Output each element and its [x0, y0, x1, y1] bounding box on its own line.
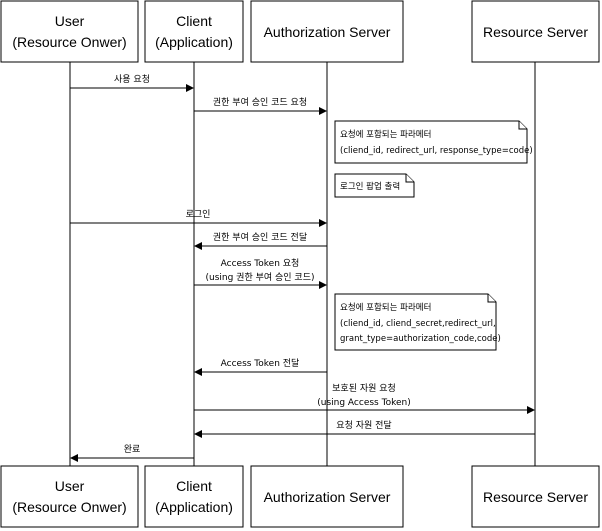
actor-user-bottom: User (Resource Onwer): [0, 465, 139, 528]
arrowhead-icon: [194, 242, 202, 250]
message-label: 권한 부여 승인 코드 요청: [213, 96, 307, 108]
actor-user-name: User: [55, 478, 85, 494]
message-auth-code-request: 권한 부여 승인 코드 요청: [194, 96, 327, 115]
actor-client-role: (Application): [155, 499, 233, 515]
actor-user-name: User: [55, 13, 85, 29]
actor-auth-name: Authorization Server: [264, 489, 391, 505]
actor-auth-name: Authorization Server: [264, 24, 391, 40]
note-body: grant_type=authorization_code,code): [340, 334, 501, 344]
note-title: 요청에 포함되는 파라메터: [340, 303, 431, 313]
actor-resource-top: Resource Server: [471, 0, 600, 63]
message-label: 완료: [124, 444, 141, 455]
message-label: Access Token 요청: [221, 258, 300, 269]
actor-auth-top: Authorization Server: [250, 0, 404, 63]
message-label: 로그인: [186, 209, 211, 220]
message-protected-resource-request: 보호된 자원 요청 (using Access Token): [194, 382, 535, 414]
arrowhead-icon: [319, 107, 327, 115]
message-label: 사용 요청: [114, 74, 150, 85]
actor-user-top: User (Resource Onwer): [0, 0, 139, 63]
note-login-popup: 로그인 팝업 출력: [334, 173, 415, 198]
arrowhead-icon: [319, 219, 327, 227]
arrowhead-icon: [527, 406, 535, 414]
arrowhead-icon: [194, 430, 202, 438]
note-params-access-token: 요청에 포함되는 파라메터 (cliend_id, cliend_secret,…: [334, 293, 501, 351]
message-auth-code-delivery: 권한 부여 승인 코드 전달: [194, 231, 327, 250]
note-body: (cliend_id, redirect_url, response_type=…: [340, 146, 533, 156]
arrowhead-icon: [186, 84, 194, 92]
note-params-auth-code: 요청에 포함되는 파라메터 (cliend_id, redirect_url, …: [334, 120, 533, 164]
arrowhead-icon: [319, 281, 327, 289]
message-access-token-request: Access Token 요청 (using 권한 부여 승인 코드): [194, 258, 327, 289]
note-title: 요청에 포함되는 파라메터: [340, 130, 431, 140]
message-sublabel: (using Access Token): [317, 398, 410, 408]
message-access-token-delivery: Access Token 전달: [194, 357, 327, 376]
message-label: 보호된 자원 요청: [332, 382, 396, 394]
actor-user-role: (Resource Onwer): [12, 34, 126, 50]
note-body: (cliend_id, cliend_secret,redirect_url,: [340, 319, 496, 329]
message-label: 권한 부여 승인 코드 전달: [213, 231, 307, 243]
arrowhead-icon: [70, 454, 78, 462]
note-title: 로그인 팝업 출력: [340, 181, 400, 192]
message-login: 로그인: [70, 209, 327, 227]
actor-client-top: Client (Application): [144, 0, 244, 63]
actor-client-name: Client: [176, 13, 212, 29]
actor-client-role: (Application): [155, 34, 233, 50]
arrowhead-icon: [194, 368, 202, 376]
actor-user-role: (Resource Onwer): [12, 499, 126, 515]
message-label: 요청 자원 전달: [336, 419, 391, 431]
actor-client-bottom: Client (Application): [144, 465, 244, 528]
message-requested-resource-delivery: 요청 자원 전달: [194, 419, 535, 438]
message-use-request: 사용 요청: [70, 74, 194, 92]
actor-resource-bottom: Resource Server: [471, 465, 600, 528]
message-complete: 완료: [70, 444, 194, 462]
message-sublabel: (using 권한 부여 승인 코드): [205, 271, 314, 283]
message-label: Access Token 전달: [221, 357, 300, 369]
actor-resource-name: Resource Server: [483, 24, 588, 40]
actor-auth-bottom: Authorization Server: [250, 465, 404, 528]
actor-client-name: Client: [176, 478, 212, 494]
actor-resource-name: Resource Server: [483, 489, 588, 505]
